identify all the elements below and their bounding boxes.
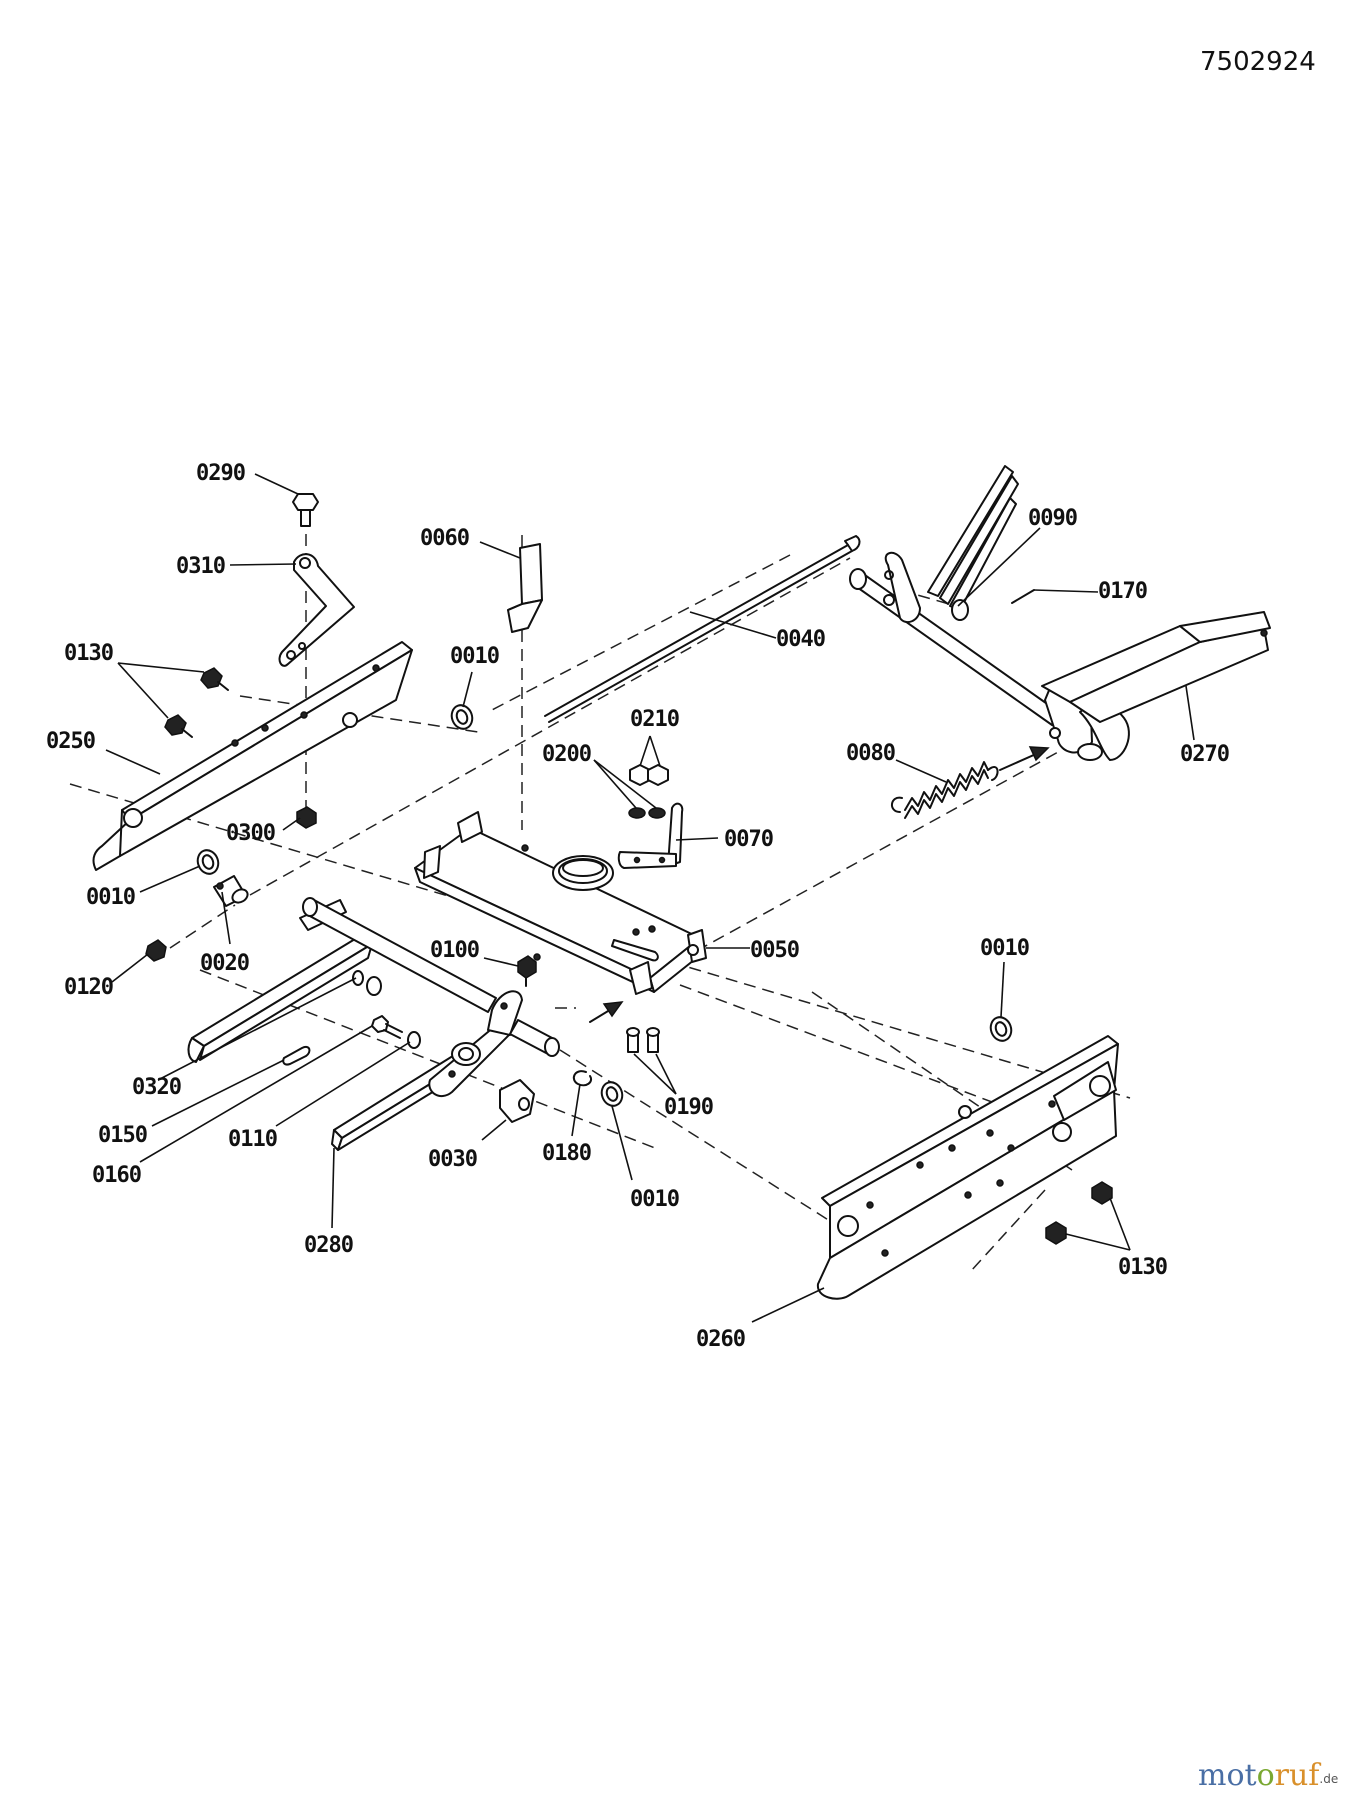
callout-0280: 0280	[304, 1233, 353, 1258]
washers-0200	[628, 807, 666, 819]
callout-0260: 0260	[696, 1327, 745, 1352]
washer-0090	[951, 599, 969, 621]
bolts-0190	[626, 1027, 660, 1053]
callout-0080: 0080	[846, 741, 895, 766]
clip-0180	[572, 1070, 592, 1087]
watermark-logo: motoruf.de	[1198, 1758, 1338, 1793]
callout-0010-top: 0010	[450, 644, 499, 669]
bolt-0160	[371, 1015, 403, 1039]
callout-0250: 0250	[46, 729, 95, 754]
callout-0020: 0020	[200, 951, 249, 976]
rail-0260	[816, 1035, 1119, 1300]
callout-0150: 0150	[98, 1123, 147, 1148]
shaft-0270	[849, 551, 1271, 761]
callout-0070: 0070	[724, 827, 773, 852]
callout-0190: 0190	[664, 1095, 713, 1120]
callout-0270: 0270	[1180, 742, 1229, 767]
washers-0320-small	[352, 970, 382, 996]
callout-0290: 0290	[196, 461, 245, 486]
lever-0090	[927, 465, 1019, 611]
rail-0250	[92, 641, 413, 871]
pin-0170	[1011, 589, 1035, 604]
shaft-0110	[302, 897, 497, 1013]
washer-0110	[407, 1031, 421, 1049]
knob-0030	[499, 1079, 535, 1123]
svg-text:motoruf.de: motoruf.de	[1198, 1758, 1338, 1793]
callout-0130-right: 0130	[1118, 1255, 1167, 1280]
bolts-0130-right	[1045, 1181, 1113, 1245]
bracket-0060	[507, 543, 543, 633]
callout-0030: 0030	[428, 1147, 477, 1172]
bolt-0290	[292, 493, 319, 527]
callout-0180: 0180	[542, 1141, 591, 1166]
document-number: 7502924	[1200, 47, 1316, 77]
washers-0010	[196, 704, 1013, 1107]
callout-0050: 0050	[750, 938, 799, 963]
plate-0050	[414, 811, 707, 995]
callout-0010-bottom: 0010	[630, 1187, 679, 1212]
callout-0310: 0310	[176, 554, 225, 579]
callout-0040: 0040	[776, 627, 825, 652]
callout-0170: 0170	[1098, 579, 1147, 604]
bolt-0100	[517, 955, 537, 987]
bolts-0130-left	[164, 667, 229, 738]
nuts-0210	[629, 764, 669, 786]
callout-0130-left: 0130	[64, 641, 113, 666]
callout-0320: 0320	[132, 1075, 181, 1100]
callout-0160: 0160	[92, 1163, 141, 1188]
spring-0080	[891, 761, 999, 819]
callout-0200: 0200	[542, 742, 591, 767]
callout-0010-left: 0010	[86, 885, 135, 910]
callout-0210: 0210	[630, 707, 679, 732]
callout-0010-right: 0010	[980, 936, 1029, 961]
rod-0040	[544, 535, 861, 723]
callout-0060: 0060	[420, 526, 469, 551]
bracket-0070	[617, 802, 684, 869]
callout-0110: 0110	[228, 1127, 277, 1152]
pin-0020	[213, 875, 249, 907]
clip-0150	[282, 1046, 311, 1066]
leader-lines	[105, 473, 1195, 1323]
callout-0120: 0120	[64, 975, 113, 1000]
nut-0300	[296, 806, 317, 829]
callout-0090: 0090	[1028, 506, 1077, 531]
nut-0120	[145, 939, 167, 962]
callout-labels: 0290 0310 0060 0090 0170 0130 0010 0040 …	[46, 461, 1230, 1352]
callout-0100: 0100	[430, 938, 479, 963]
bracket-0310	[278, 553, 355, 667]
arm-0280	[331, 990, 560, 1151]
callout-0300: 0300	[226, 821, 275, 846]
